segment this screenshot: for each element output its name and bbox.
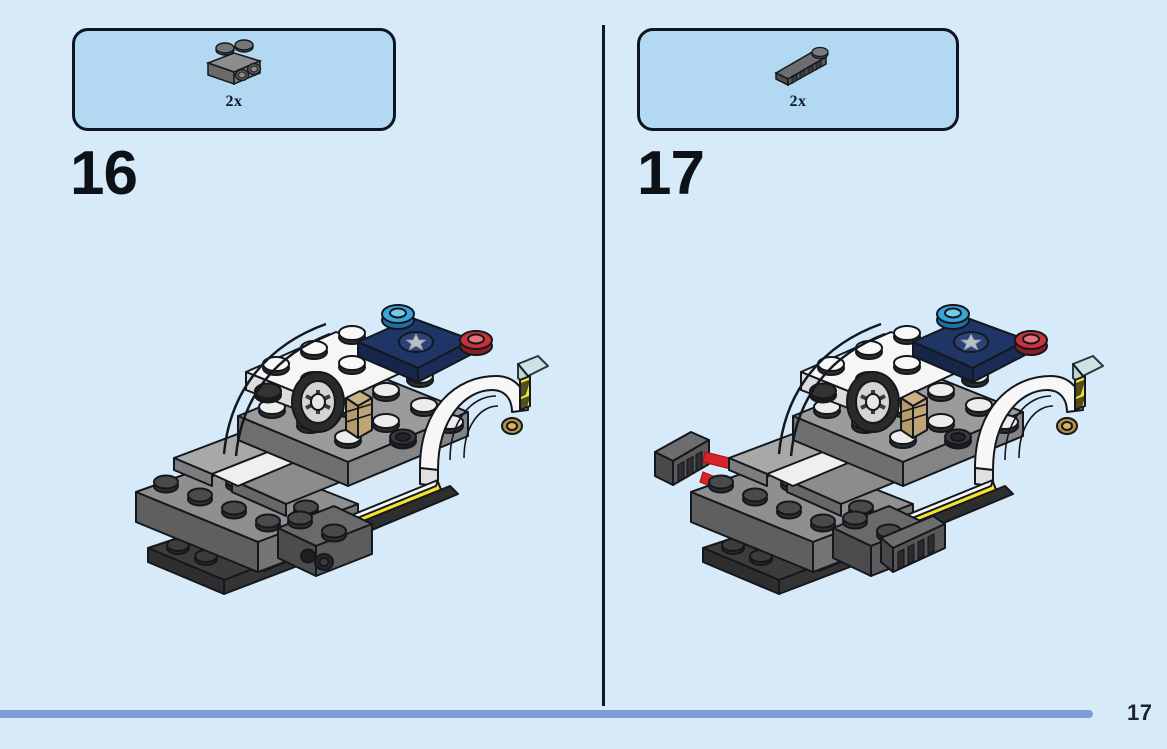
step-number: 17 bbox=[637, 139, 705, 208]
step-panel-17: 2x 17 bbox=[605, 0, 1167, 700]
step-number: 16 bbox=[70, 139, 138, 208]
step-panel-16: 2x 16 bbox=[0, 0, 602, 700]
part-entry: 2x bbox=[75, 39, 393, 111]
model-illustration-step-17 bbox=[645, 280, 1145, 640]
floating-part bbox=[654, 431, 710, 486]
footer-rule bbox=[0, 710, 1093, 718]
page-number: 17 bbox=[1127, 700, 1153, 725]
slope-1x3-grille-icon bbox=[756, 39, 840, 91]
model-illustration-step-16 bbox=[120, 280, 560, 640]
part-quantity-label: 2x bbox=[789, 93, 807, 110]
panel-divider bbox=[602, 25, 605, 706]
parts-callout-box-step-16: 2x bbox=[72, 28, 396, 131]
part-quantity-label: 2x bbox=[225, 93, 243, 110]
parts-callout-box-step-17: 2x bbox=[637, 28, 959, 131]
brick-1x2-with-studs-on-side-icon bbox=[192, 39, 276, 91]
part-entry: 2x bbox=[640, 39, 956, 111]
